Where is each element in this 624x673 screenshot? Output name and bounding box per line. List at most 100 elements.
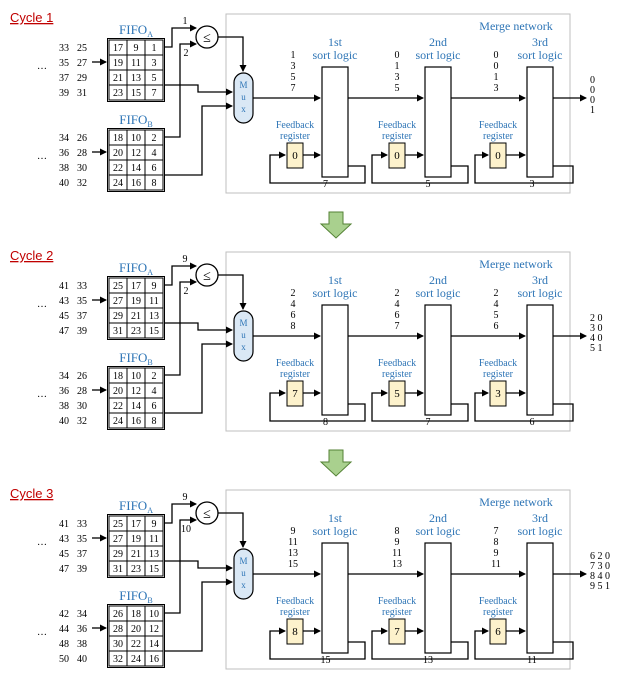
fifo-a-cell-value: 19 (131, 534, 141, 545)
fifo-a-outline (107, 276, 165, 340)
fifo-a-data-wire (165, 84, 233, 96)
fifo-a-outline (107, 514, 165, 578)
fifo-b-cell-value: 10 (149, 609, 159, 620)
sort-logic-1 (321, 304, 349, 416)
stage-input-value: 15 (288, 559, 298, 570)
input-b-value: 42 (59, 609, 69, 620)
fifo-a-cell-value: 1 (152, 43, 157, 54)
green-down-arrow-icon (319, 211, 353, 239)
feedback-loop-value: 5 (426, 179, 431, 190)
fifo-b-cell-value: 8 (152, 178, 157, 189)
fifo-b-cell-value: 16 (149, 654, 159, 665)
fifo-a-outline (107, 38, 165, 102)
fifo-a-data-wire (165, 560, 233, 572)
input-a-value: 39 (77, 326, 87, 337)
input-a-value: 37 (59, 73, 69, 84)
stage-input-value: 4 (291, 299, 296, 310)
fifo-b-cell-value: 18 (113, 371, 123, 382)
fifo-a-cell-value: 19 (113, 58, 123, 69)
fifo-b-cell-value: 14 (149, 639, 159, 650)
fifo-b-data-wire (165, 578, 233, 652)
feedback-register-value: 0 (495, 150, 501, 162)
feedback-loop-value: 8 (323, 417, 328, 428)
comparator-input-b: 2 (184, 48, 189, 59)
fifo-b-cell-value: 10 (131, 371, 141, 382)
feedback-register-label: register (483, 607, 514, 618)
feedback-register-label: register (382, 131, 413, 142)
input-a-value: 43 (59, 534, 69, 545)
stage-input-value: 4 (395, 299, 400, 310)
stage-input-value: 13 (288, 548, 298, 559)
sort-logic-2 (424, 304, 452, 416)
sort-logic-2 (424, 542, 452, 654)
input-b-value: 40 (59, 178, 69, 189)
fifo-a-cell-value: 13 (149, 311, 159, 322)
stage-input-value: 2 (395, 288, 400, 299)
input-a-value: 33 (77, 281, 87, 292)
feedback-register-value: 0 (394, 150, 400, 162)
feedback-register-label: register (483, 369, 514, 380)
stage-input-value: 8 (494, 537, 499, 548)
sort-logic-caption: sort logic (518, 286, 563, 300)
fifo-a-head-wire (165, 262, 197, 286)
fifo-b-cell-value: 12 (131, 386, 141, 397)
feedback-loop-value: 11 (527, 655, 537, 666)
fifo-b-cell-value: 32 (113, 654, 123, 665)
fifo-b-cell-value: 16 (131, 416, 141, 427)
fifo-b-head-wire (165, 278, 197, 376)
sort-logic-ordinal: 2nd (429, 511, 447, 525)
feedback-register-label: register (483, 131, 514, 142)
fifo-b-label: FIFOB (119, 112, 153, 129)
input-a-value: 37 (77, 311, 87, 322)
stage-input-value: 1 (494, 72, 499, 83)
comparator-select-wire (218, 512, 247, 548)
comparator-select-wire (218, 274, 247, 310)
feedback-register-label: Feedback (378, 358, 416, 369)
mux-letter: u (241, 568, 246, 578)
fifo-b-cell-value: 18 (131, 609, 141, 620)
mux-letter: x (241, 104, 246, 114)
feedback-loop-value: 13 (423, 655, 433, 666)
fifo-b-cell-value: 14 (131, 401, 141, 412)
stage-input-value: 5 (395, 83, 400, 94)
fifo-a-cell-value: 7 (152, 88, 157, 99)
fifo-b-outline (107, 604, 165, 668)
stage-input-value: 0 (494, 61, 499, 72)
sort-logic-ordinal: 1st (328, 273, 343, 287)
input-b-ellipsis: … (37, 627, 47, 638)
feedback-register-label: register (382, 369, 413, 380)
input-b-value: 38 (59, 401, 69, 412)
input-a-value: 29 (77, 73, 87, 84)
merge-network-title: Merge network (479, 495, 552, 509)
feedback-register-value: 8 (292, 626, 298, 638)
fifo-b-cell-value: 16 (131, 178, 141, 189)
cycle-title: Cycle 1 (10, 10, 53, 25)
fifo-b-head-wire (165, 40, 197, 138)
fifo-a-cell-value: 23 (131, 326, 141, 337)
comparator-select-wire (218, 36, 247, 72)
input-b-value: 34 (59, 133, 69, 144)
sort-logic-2 (424, 66, 452, 178)
comparator-input-a: 9 (183, 492, 188, 503)
fifo-b-cell-value: 24 (113, 178, 123, 189)
network-output-value: 1 (590, 105, 595, 116)
merge-network-title: Merge network (479, 257, 552, 271)
feedback-loop-wire (269, 151, 366, 184)
sort-logic-ordinal: 3rd (532, 273, 548, 287)
feedback-loop-value: 3 (530, 179, 535, 190)
input-b-value: 38 (77, 639, 87, 650)
fifo-b-cell-value: 8 (152, 416, 157, 427)
input-a-value: 43 (59, 296, 69, 307)
sort-logic-1 (321, 542, 349, 654)
cycle-title: Cycle 3 (10, 486, 53, 501)
feedback-register-label: Feedback (378, 596, 416, 607)
network-output-value: 3 0 (590, 323, 603, 334)
sort-logic-ordinal: 3rd (532, 35, 548, 49)
fifo-b-cell-value: 18 (113, 133, 123, 144)
input-b-ellipsis: … (37, 151, 47, 162)
fifo-a-cell (144, 84, 164, 101)
input-b-value: 34 (59, 371, 69, 382)
fifo-b-cell (144, 650, 164, 667)
input-a-value: 35 (59, 58, 69, 69)
